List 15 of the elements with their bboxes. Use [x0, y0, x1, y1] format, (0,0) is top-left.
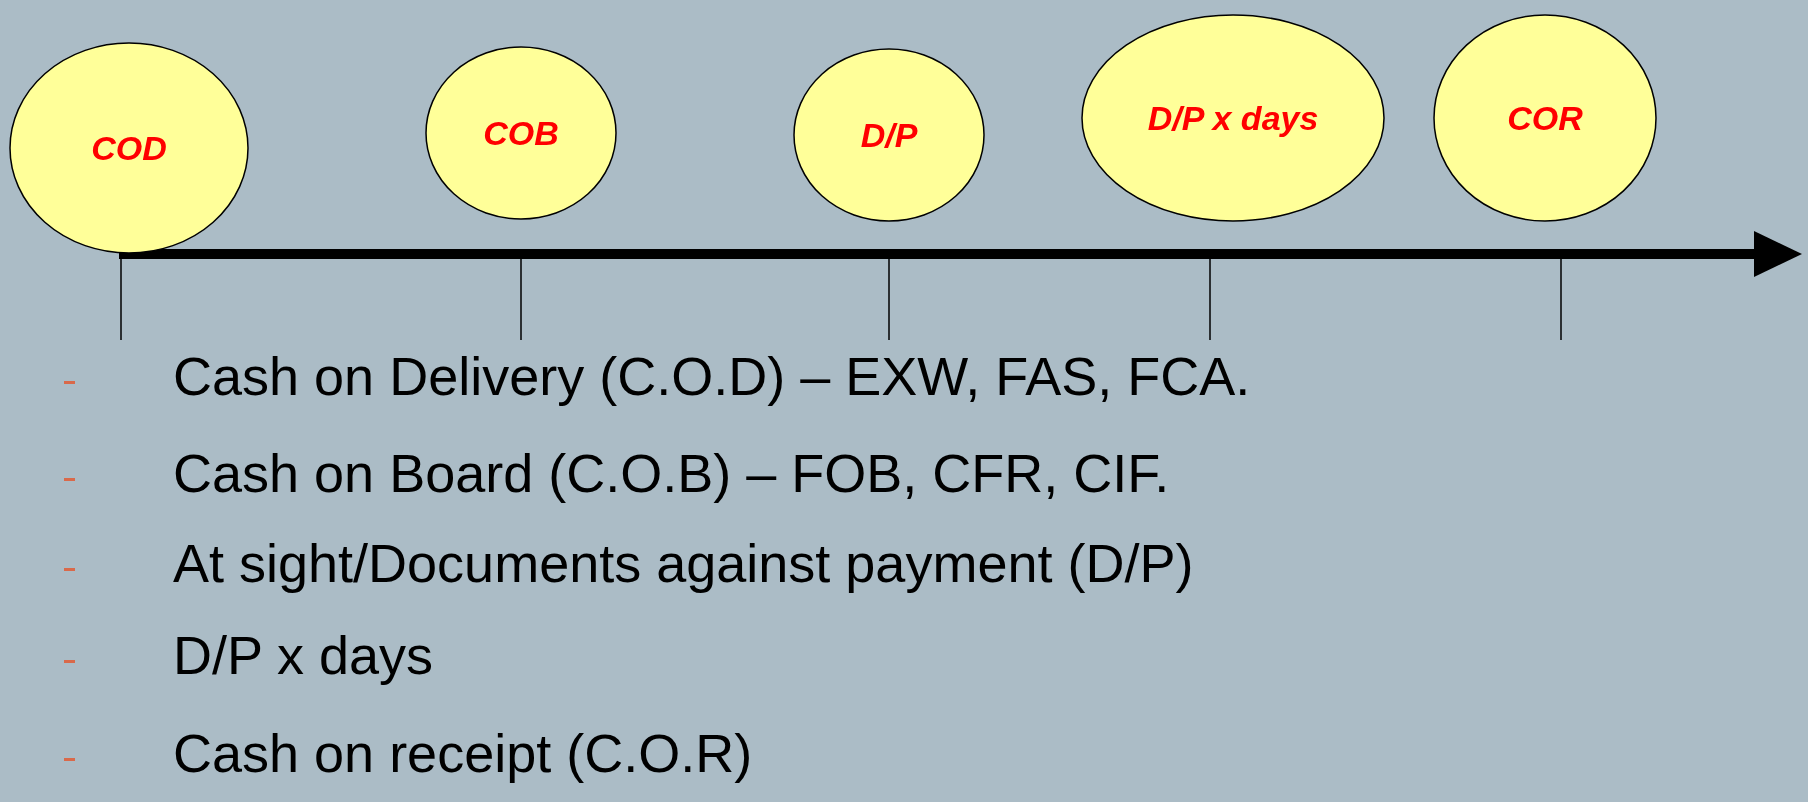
node-label: COD — [90, 128, 168, 168]
ellipse-node — [9, 42, 249, 254]
node-label: COR — [1506, 98, 1584, 138]
list-item-text: Cash on receipt (C.O.R) — [173, 722, 753, 784]
list-item-text: Cash on Board (C.O.B) – FOB, CFR, CIF. — [173, 442, 1170, 504]
node-label: D/P — [859, 115, 919, 155]
node-label: D/P x days — [1146, 98, 1320, 138]
list-item-text: Cash on Delivery (C.O.D) – EXW, FAS, FCA. — [173, 345, 1251, 407]
list-item-text: At sight/Documents against payment (D/P) — [173, 532, 1194, 594]
ellipse-node — [1081, 14, 1385, 222]
list-item-text: D/P x days — [173, 624, 434, 686]
ellipse-node — [793, 48, 985, 222]
ellipse-node — [1433, 14, 1657, 222]
ellipse-node — [425, 46, 617, 220]
node-label: COB — [482, 113, 560, 153]
